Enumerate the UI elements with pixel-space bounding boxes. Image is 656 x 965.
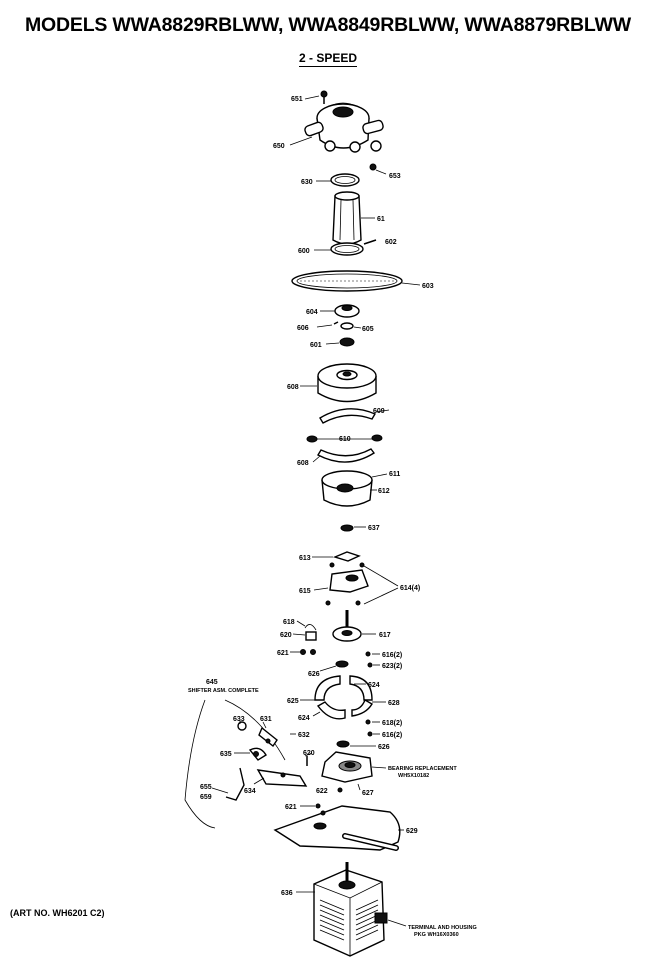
part-604-pulley	[320, 304, 360, 318]
part-651-screw	[304, 90, 328, 104]
callout-655: 655	[200, 784, 212, 791]
callout-635: 635	[220, 751, 232, 758]
callout-608: 608	[287, 384, 299, 391]
subtitle-text: 2 - SPEED	[298, 51, 358, 67]
callout-616-lower: 616(2)	[382, 732, 402, 739]
part-601-nut	[325, 337, 355, 347]
callout-615: 615	[299, 588, 311, 595]
art-number: (ART NO. WH6201 C2)	[10, 908, 105, 918]
part-630-ring	[316, 173, 360, 187]
callout-630: 630	[301, 179, 313, 186]
callout-631: 631	[260, 716, 272, 723]
part-616-623-spacers	[365, 651, 380, 668]
page-title: MODELS WWA8829RBLWW, WWA8849RBLWW, WWA88…	[25, 14, 631, 36]
callout-605: 605	[362, 326, 374, 333]
callout-616: 616(2)	[382, 652, 402, 659]
callout-633: 633	[233, 716, 245, 723]
part-617-drive-gear	[332, 610, 376, 642]
part-637-washer	[340, 524, 366, 532]
callout-623: 623(2)	[382, 663, 402, 670]
callout-628: 628	[388, 700, 400, 707]
part-615-cam-bracket	[313, 565, 399, 606]
callout-626: 626	[308, 671, 320, 678]
part-627-gear-base	[321, 751, 387, 791]
bearing-note-line2: WH5X10182	[398, 773, 429, 779]
part-61-sleeve	[332, 191, 375, 245]
callout-651: 651	[291, 96, 303, 103]
callout-610: 610	[339, 436, 351, 443]
callout-624-lower: 624	[298, 715, 310, 722]
part-603-belt	[291, 270, 421, 292]
callout-604: 604	[306, 309, 318, 316]
part-608-clutch-drum	[300, 363, 377, 403]
callout-634: 634	[244, 788, 256, 795]
callout-637: 637	[368, 525, 380, 532]
shifter-caption: SHIFTER ASM. COMPLETE	[188, 688, 259, 694]
callout-629: 629	[406, 828, 418, 835]
callout-621: 621	[277, 650, 289, 657]
callout-602: 602	[385, 239, 397, 246]
callout-606: 606	[297, 325, 309, 332]
callout-614: 614(4)	[400, 585, 420, 592]
callout-609: 609	[373, 408, 385, 415]
callout-617: 617	[379, 632, 391, 639]
callout-626-lower: 626	[378, 744, 390, 751]
callout-603: 603	[422, 283, 434, 290]
callout-625: 625	[287, 698, 299, 705]
part-629-mounting-plate	[273, 805, 404, 851]
callout-613: 613	[299, 555, 311, 562]
callout-653: 653	[389, 173, 401, 180]
part-620-622-621-small	[300, 752, 343, 809]
callout-636: 636	[281, 890, 293, 897]
part-618-616-lower-spacers	[336, 719, 380, 748]
part-645-shifter-assembly	[184, 699, 308, 829]
part-626-shim	[319, 660, 349, 672]
part-653-plug	[369, 163, 387, 175]
part-609-brake-shoe	[319, 408, 390, 424]
part-610-springs	[306, 434, 383, 443]
callout-618-lower: 618(2)	[382, 720, 402, 727]
terminal-note-line2: PKG WH16X0360	[414, 932, 459, 938]
callout-620-lower: 620	[303, 750, 315, 757]
shifter-number: 645	[206, 679, 218, 686]
callout-608-lower: 608	[297, 460, 309, 467]
callout-659: 659	[200, 794, 212, 801]
part-618-620-lever	[290, 620, 317, 655]
callout-618: 618	[283, 619, 295, 626]
callout-620: 620	[280, 632, 292, 639]
callout-622: 622	[316, 788, 328, 795]
callout-611: 611	[389, 471, 400, 478]
callout-612: 612	[378, 488, 390, 495]
callout-624: 624	[368, 682, 380, 689]
part-636-motor	[296, 862, 407, 957]
part-650-pump-housing	[289, 102, 384, 153]
part-624-625-628-shells	[300, 675, 386, 720]
callout-621-lower: 621	[285, 804, 297, 811]
part-613-plate	[312, 551, 365, 568]
callout-600: 600	[298, 248, 310, 255]
part-608-lower-brake-shoe	[312, 448, 376, 463]
callout-61: 61	[377, 216, 385, 223]
terminal-note-line1: TERMINAL AND HOUSING	[408, 925, 477, 931]
callout-632: 632	[298, 732, 310, 739]
callout-601: 601	[310, 342, 322, 349]
part-606-605-clip	[316, 321, 362, 330]
callout-650: 650	[273, 143, 285, 150]
callout-627: 627	[362, 790, 374, 797]
bearing-note-line1: BEARING REPLACEMENT	[388, 766, 457, 772]
page-subtitle: 2 - SPEED	[0, 51, 656, 67]
part-611-612-hub	[321, 470, 388, 507]
part-602-600-clamp	[314, 239, 377, 256]
